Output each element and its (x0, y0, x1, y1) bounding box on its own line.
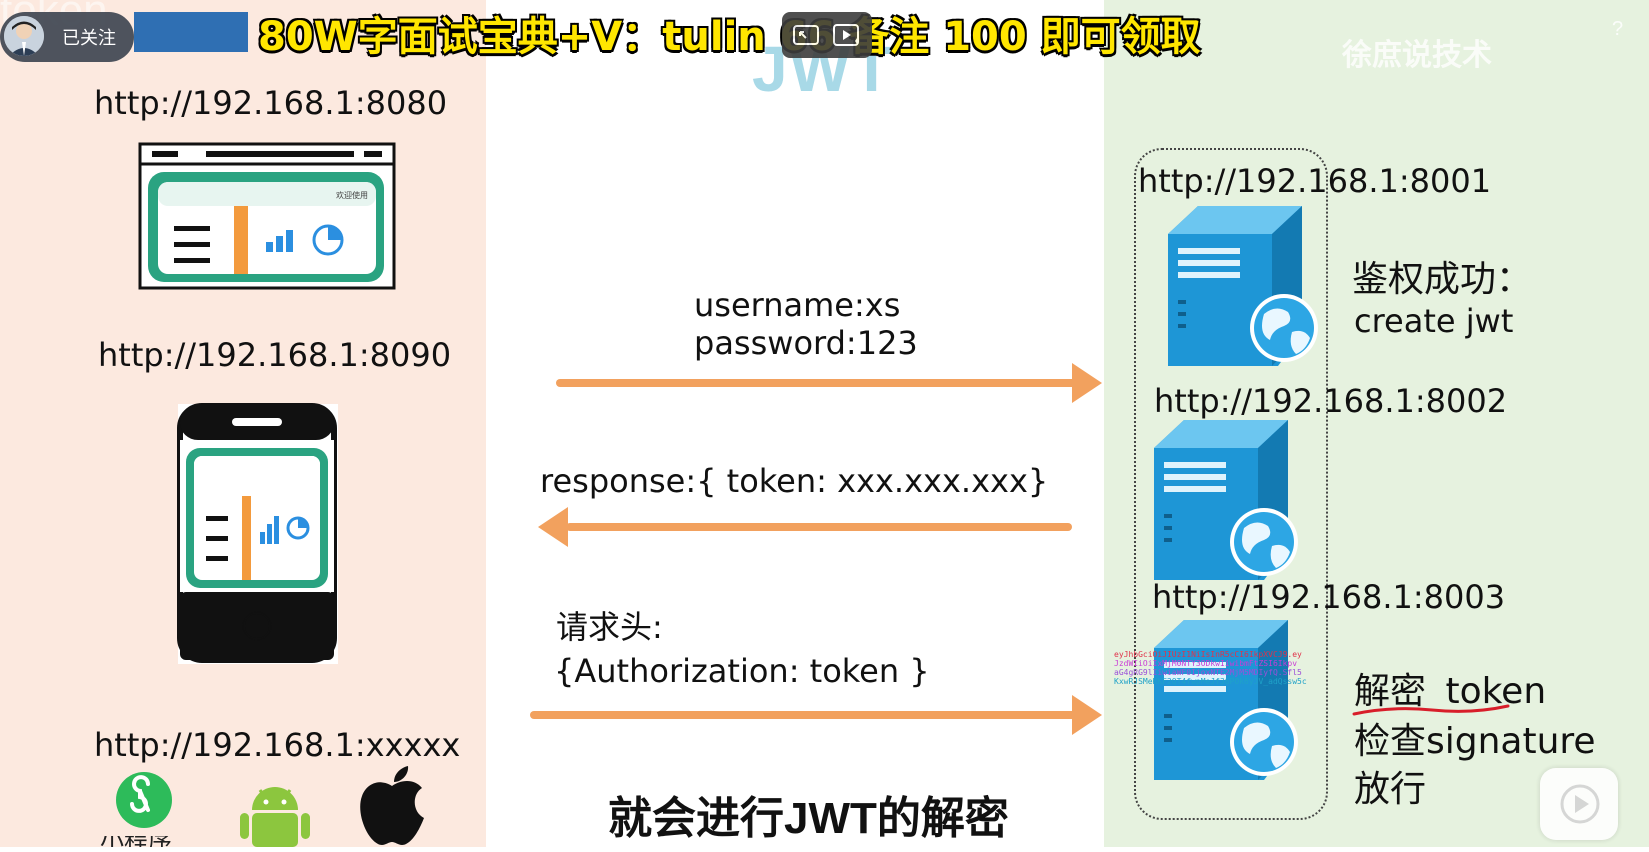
decrypt-note: 解密 token (1354, 662, 1546, 714)
server-cluster-box (1134, 148, 1328, 820)
decrypt-token: token (1445, 671, 1547, 712)
server-2-url: http://192.168.1:8002 (1154, 382, 1508, 420)
mini-program-icon (114, 770, 174, 835)
server-3-url: http://192.168.1:8003 (1152, 578, 1506, 616)
jwt-sample-line: aG4gRG9lIiwiaWF0IjoxNTE2MjM5MDIyfQ.Sfl5 (1114, 668, 1302, 677)
login-username: username:xs (694, 286, 901, 324)
response-text: response:{ token: xxx.xxx.xxx} (540, 462, 1049, 500)
response-arrow (566, 523, 1072, 531)
promo-banner: 80W字面试宝典+V：tulin 66 备注 100 即可领取 (258, 14, 1201, 60)
player-controls (782, 12, 872, 58)
desktop-browser-icon (138, 142, 396, 295)
create-jwt-note: create jwt (1354, 302, 1514, 340)
mini-program-caption: 小程序 (100, 836, 172, 847)
login-arrow (556, 379, 1076, 387)
play-icon (1560, 784, 1600, 824)
jwt-sample-overlay: eyJhbGciOiJIUzI1NiIsInR5cCI6IkpXVCJ9.ey … (1114, 650, 1324, 686)
login-password: password:123 (694, 324, 918, 362)
check-signature-note: 检查signature (1354, 721, 1596, 762)
handwritten-underline (1352, 704, 1512, 723)
channel-watermark: 徐庶说技术 (1342, 39, 1492, 72)
web-client-url: http://192.168.1:8080 (94, 84, 448, 122)
mobile-phone-icon (176, 402, 340, 671)
android-icon (240, 784, 310, 852)
top-left-strip (134, 12, 248, 52)
login-arrow-head (1072, 363, 1102, 403)
request-header-value: {Authorization: token } (554, 652, 930, 690)
pip-icon[interactable] (792, 22, 820, 48)
response-arrow-head (538, 507, 568, 547)
jwt-sample-line: KxwRJSMeKKF2QT4fwpMeJf36POk6yJV_adQssw5c (1114, 677, 1307, 686)
avatar-image (4, 16, 44, 56)
server-3-icon (1144, 618, 1304, 787)
smart-video-icon[interactable] (832, 22, 862, 48)
jwt-sample-line: JzdWIiOiIxMjM0NTY3ODkwIiwibmFtZSI6Ikpv (1114, 659, 1298, 668)
subtitle-caption: 就会进行JWT的解密 (608, 794, 1009, 843)
other-client-url: http://192.168.1:xxxxx (94, 726, 461, 764)
request-arrow-head (1072, 695, 1102, 735)
apple-icon (354, 766, 430, 852)
play-button[interactable] (1540, 768, 1618, 840)
flow-panel (486, 0, 1104, 847)
auth-success-note: 鉴权成功： (1352, 259, 1533, 300)
server-1-url: http://192.168.1:8001 (1138, 162, 1492, 200)
mobile-client-url: http://192.168.1:8090 (98, 336, 452, 374)
jwt-sample-line: eyJhbGciOiJIUzI1NiIsInR5cCI6IkpXVCJ9.ey (1114, 650, 1302, 659)
follow-label: 已关注 (62, 28, 116, 48)
server-2-icon (1144, 418, 1304, 587)
avatar[interactable] (4, 16, 44, 56)
request-header-label: 请求头: (556, 608, 663, 646)
help-icon[interactable]: ? (1612, 18, 1624, 40)
decrypt-prefix: 解密 (1354, 671, 1427, 712)
server-1-icon (1158, 204, 1318, 373)
card-header-text: 欢迎使用 (336, 191, 368, 200)
request-arrow (530, 711, 1076, 719)
allow-note: 放行 (1354, 769, 1427, 810)
